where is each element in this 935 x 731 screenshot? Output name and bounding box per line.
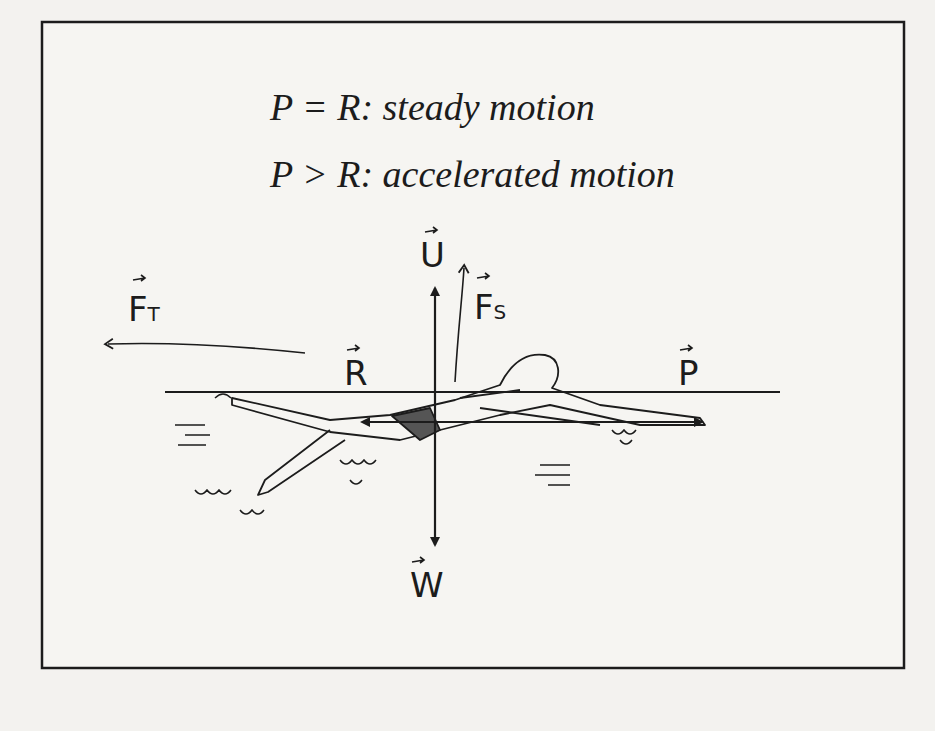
condition-note: P > R: accelerated motion [270, 155, 675, 193]
force-label: FS [474, 290, 506, 324]
force-label: P [678, 356, 699, 390]
force-label: U [420, 238, 445, 272]
force-label: W [410, 568, 444, 602]
condition-note: P = R: steady motion [270, 88, 595, 126]
force-label: FT [128, 292, 160, 326]
force-label: R [344, 356, 368, 390]
